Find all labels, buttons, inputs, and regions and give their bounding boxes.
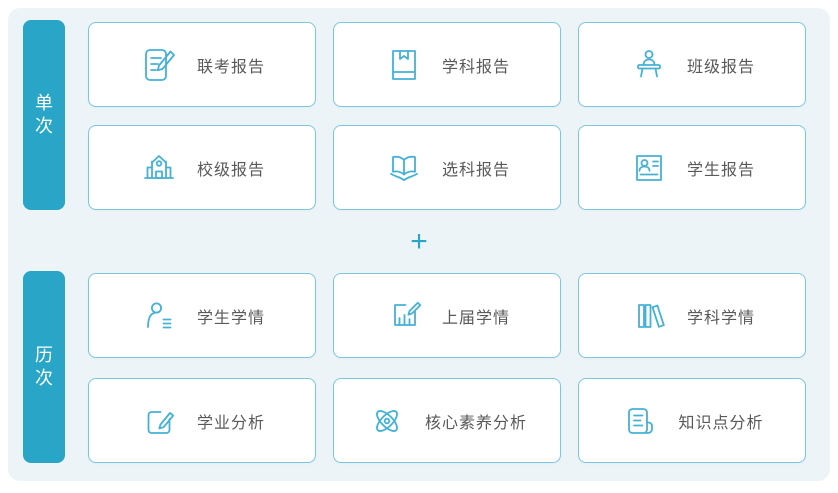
card-label: 上届学情 bbox=[441, 309, 510, 327]
competency-analysis-icon bbox=[367, 401, 407, 441]
card-label: 联考报告 bbox=[196, 58, 265, 76]
card-elective-report[interactable]: 选科报告 bbox=[333, 125, 561, 210]
school-report-icon bbox=[139, 148, 179, 188]
academic-analysis-icon bbox=[139, 401, 179, 441]
card-label: 选科报告 bbox=[441, 161, 510, 179]
history-section-pill: 历 次 bbox=[23, 271, 65, 463]
subject-learning-icon bbox=[629, 296, 669, 336]
card-subject-learning[interactable]: 学科学情 bbox=[578, 273, 806, 358]
card-label: 学科报告 bbox=[441, 58, 510, 76]
student-learning-icon bbox=[139, 296, 179, 336]
plus-separator: + bbox=[410, 225, 428, 258]
card-school-report[interactable]: 校级报告 bbox=[88, 125, 316, 210]
card-label: 校级报告 bbox=[196, 161, 265, 179]
card-academic-analysis[interactable]: 学业分析 bbox=[88, 378, 316, 463]
card-student-report[interactable]: 学生报告 bbox=[578, 125, 806, 210]
single-section-label-char: 单 bbox=[35, 92, 53, 113]
card-competency-analysis[interactable]: 核心素养分析 bbox=[333, 378, 561, 463]
card-student-learning[interactable]: 学生学情 bbox=[88, 273, 316, 358]
knowledge-point-analysis-icon bbox=[620, 401, 660, 441]
subject-report-icon bbox=[384, 45, 424, 85]
card-label: 知识点分析 bbox=[678, 414, 764, 432]
card-label: 学生报告 bbox=[686, 161, 755, 179]
student-report-icon bbox=[629, 148, 669, 188]
card-knowledge-point-analysis[interactable]: 知识点分析 bbox=[578, 378, 806, 463]
card-label: 核心素养分析 bbox=[424, 414, 527, 432]
single-reports-grid: 联考报告 学科报告 班级报告 bbox=[88, 22, 806, 210]
card-label: 班级报告 bbox=[686, 58, 755, 76]
history-section-label-char: 次 bbox=[35, 367, 53, 388]
class-report-icon bbox=[629, 45, 669, 85]
history-section-label-char: 历 bbox=[35, 344, 53, 365]
card-label: 学生学情 bbox=[196, 309, 265, 327]
card-label: 学科学情 bbox=[686, 309, 755, 327]
card-class-report[interactable]: 班级报告 bbox=[578, 22, 806, 107]
card-subject-report[interactable]: 学科报告 bbox=[333, 22, 561, 107]
previous-cohort-learning-icon bbox=[384, 296, 424, 336]
elective-report-icon bbox=[384, 148, 424, 188]
single-section-label-char: 次 bbox=[35, 115, 53, 136]
single-section-pill: 单 次 bbox=[23, 20, 65, 210]
card-joint-exam-report[interactable]: 联考报告 bbox=[88, 22, 316, 107]
card-label: 学业分析 bbox=[196, 414, 265, 432]
history-reports-grid: 学生学情 上届学情 学科学情 bbox=[88, 273, 806, 463]
joint-exam-report-icon bbox=[139, 45, 179, 85]
card-previous-cohort-learning[interactable]: 上届学情 bbox=[333, 273, 561, 358]
